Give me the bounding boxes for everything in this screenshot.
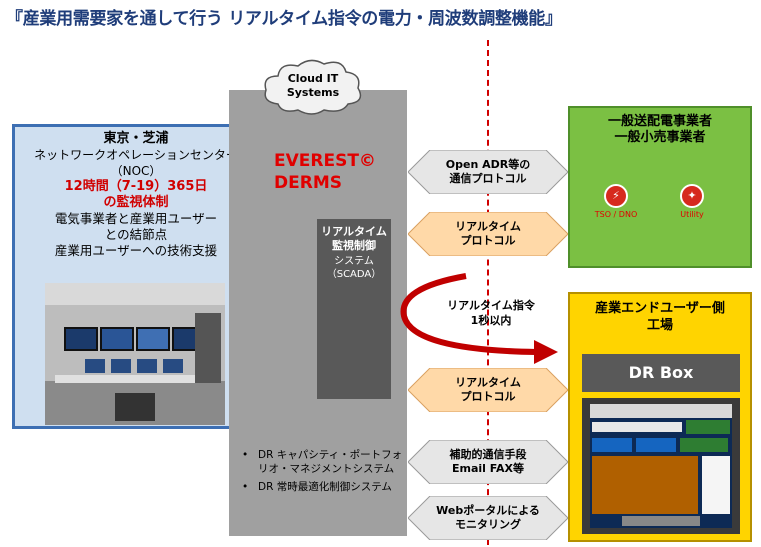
boundary-dashed-line <box>487 40 489 545</box>
command-label: リアルタイム指令 1秒以内 <box>436 298 546 328</box>
tso-line2: 一般小売事業者 <box>614 130 706 145</box>
derms-bullet-list: DR キャパシティ・ポートフォリオ・マネジメントシステム DR 常時最適化制御シ… <box>238 448 403 498</box>
cloud-label-line1: Cloud IT <box>287 72 339 85</box>
dr-box-screen-photo <box>582 398 740 534</box>
noc-location: 東京・芝浦 <box>103 131 169 146</box>
page-title: 『産業用需要家を通して行う リアルタイム指令の電力・周波数調整機能』 <box>6 9 562 29</box>
command-line1: リアルタイム指令 <box>447 299 535 312</box>
arrow-realtime-protocol-2: リアルタイムプロトコル <box>408 368 568 412</box>
everest-name: EVEREST© <box>274 151 376 171</box>
web-line1: Webポータルによる <box>436 504 540 517</box>
scada-line2: 監視制御 <box>332 239 376 252</box>
derms-name: DERMS <box>274 173 342 193</box>
utility-lightbulb-icon: ✦ <box>680 184 704 208</box>
noc-node-desc: 電気事業者と産業用ユーザー <box>54 211 218 226</box>
cloud-label-line2: Systems <box>286 86 340 99</box>
aux-line2: Email FAX等 <box>451 462 524 475</box>
cloud-shape: Cloud IT Systems <box>258 56 368 118</box>
noc-panel: 東京・芝浦 ネットワークオペレーションセンター （NOC） 12時間（7-19）… <box>12 124 260 429</box>
rt2-line1: リアルタイム <box>455 376 521 389</box>
openadr-line2: 通信プロトコル <box>449 172 527 185</box>
utility-badge-label: Utility <box>680 210 704 219</box>
enduser-line1: 産業エンドユーザー側 <box>595 301 725 316</box>
bullet-item: DR キャパシティ・ポートフォリオ・マネジメントシステム <box>238 448 403 476</box>
scada-box: リアルタイム 監視制御 システム （SCADA） <box>317 219 391 399</box>
rt2-line2: プロトコル <box>460 390 516 403</box>
tso-badge-label: TSO / DNO <box>594 210 638 219</box>
noc-node-desc2: との結節点 <box>104 227 168 242</box>
dr-box-label: DR Box <box>582 354 740 392</box>
noc-monitoring: の監視体制 <box>103 195 169 210</box>
command-line2: 1秒以内 <box>470 314 512 327</box>
arrow-web-portal: Webポータルによるモニタリング <box>408 496 568 540</box>
transmission-tower-icon: ⚡ <box>604 184 628 208</box>
scada-line1: リアルタイム <box>321 225 387 238</box>
noc-hours: 12時間（7-19）365日 <box>64 179 208 194</box>
openadr-line1: Open ADR等の <box>445 158 531 171</box>
scada-line4: （SCADA） <box>326 269 382 280</box>
noc-abbr: （NOC） <box>110 164 162 178</box>
web-line2: モニタリング <box>455 518 521 531</box>
end-user-box: 産業エンドユーザー側 工場 DR Box <box>568 292 752 542</box>
tso-line1: 一般送配電事業者 <box>607 114 712 129</box>
enduser-line2: 工場 <box>646 318 673 333</box>
tso-utility-box: 一般送配電事業者 一般小売事業者 ⚡ TSO / DNO ✦ Utility <box>568 106 752 268</box>
realtime-command-arrow <box>396 270 568 370</box>
arrow-openadr: Open ADR等の通信プロトコル <box>408 150 568 194</box>
rt1-line1: リアルタイム <box>455 220 521 233</box>
aux-line1: 補助的通信手段 <box>449 448 527 461</box>
scada-line3: システム <box>334 256 374 267</box>
noc-name: ネットワークオペレーションセンター <box>34 148 238 162</box>
rt1-line2: プロトコル <box>460 234 516 247</box>
bullet-item: DR 常時最適化制御システム <box>238 480 403 494</box>
arrow-realtime-protocol-1: リアルタイムプロトコル <box>408 212 568 256</box>
noc-room-photo <box>45 283 225 425</box>
everest-derms-label: EVEREST© DERMS <box>274 150 376 194</box>
noc-support: 産業用ユーザーへの技術支援 <box>54 243 218 258</box>
